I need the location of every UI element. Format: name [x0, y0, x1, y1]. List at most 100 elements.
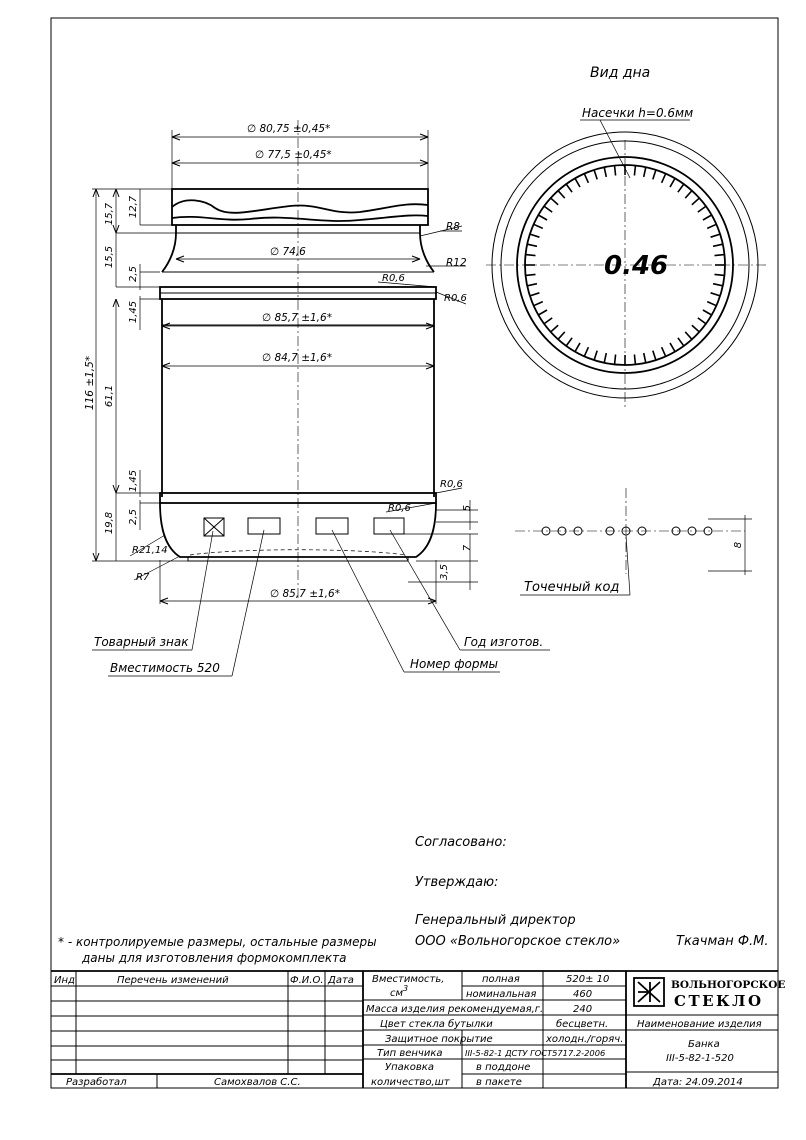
callout-leaders [92, 529, 550, 677]
notch-ring [525, 165, 725, 365]
notch [669, 177, 676, 188]
notch [525, 253, 536, 257]
finish-label: Тип венчика [377, 1048, 442, 1059]
notch [684, 331, 693, 340]
dim-h-12-7: 12,7 [128, 195, 139, 218]
notch [642, 352, 647, 363]
notch [642, 167, 647, 178]
agreed-label: Согласовано: [415, 835, 507, 850]
thickness-value: 0.46 [604, 251, 668, 281]
notch [543, 317, 553, 325]
dim-r21: R21,14 [132, 545, 168, 556]
dim-h-1-45b: 1,45 [128, 470, 139, 492]
notch [706, 223, 717, 230]
pack-label-2: количество,шт [371, 1077, 451, 1088]
logo-line2: СТЕКЛО [674, 992, 764, 1010]
notch [603, 352, 608, 363]
notch [593, 169, 598, 180]
full-label: полная [482, 974, 520, 985]
color-label: Цвет стекла бутылки [380, 1018, 493, 1030]
bottom-view-title: Вид дна [590, 65, 650, 81]
dim-h-2-5a: 2,5 [128, 266, 139, 282]
dim-r06-b: R0,6 [444, 293, 467, 304]
notch [529, 292, 540, 297]
dim-r12: R12 [446, 257, 467, 269]
year-callout: Год изготов. [464, 635, 543, 649]
notch [691, 197, 700, 206]
notch [550, 197, 559, 206]
dim-d-thread: ∅ 77,5 ±0,45* [255, 149, 332, 161]
capacity-callout: Вместимость 520 [110, 661, 220, 675]
finish-value: III-5-82-1 ДСТУ ГОСТ5717.2-2006 [465, 1048, 605, 1058]
dot-code-view [515, 488, 752, 596]
coating-value: холодн./горяч. [545, 1034, 623, 1045]
notch [613, 354, 617, 365]
notch [712, 243, 723, 248]
position-label: Генеральный директор [415, 913, 576, 928]
signatory-label: Ткачман Ф.М. [676, 934, 769, 949]
nominal-label: номинальная [466, 989, 536, 1000]
dim-r8: R8 [446, 221, 460, 233]
mass-label: Масса изделия рекомендуемая,г. [366, 1004, 543, 1015]
notch [660, 346, 667, 357]
dim-r06-c: R0,6 [440, 479, 463, 490]
notch [660, 173, 667, 184]
col-name: Ф.И.О. [290, 975, 324, 986]
vertical-dimensions [92, 188, 478, 590]
product-name: Банка [688, 1039, 720, 1050]
dim-h-3-5: 3,5 [439, 564, 450, 580]
dim-h-15-5: 15,5 [104, 246, 115, 268]
footnote-line1: * - контролируемые размеры, остальные ра… [58, 935, 377, 949]
dim-h-5: 5 [462, 505, 473, 511]
pack-pallet: в поддоне [476, 1062, 530, 1073]
notch [710, 233, 721, 238]
dim-d-shoulder: ∅ 85,7 ±1,6* [262, 312, 332, 324]
radius-leaders [129, 225, 467, 581]
dim-d-outer-top: ∅ 80,75 ±0,45* [247, 123, 330, 135]
notch [537, 309, 548, 316]
dim-h-19-8: 19,8 [104, 512, 115, 534]
col-date: Дата [327, 975, 354, 986]
notch [613, 165, 617, 176]
trademark-mark [203, 517, 225, 537]
company-logo [633, 977, 665, 1007]
notch [706, 300, 717, 307]
notch [697, 205, 707, 213]
dim-h-2-5b: 2,5 [128, 509, 139, 525]
notch [533, 300, 544, 307]
title-block [51, 970, 778, 1088]
notch [527, 243, 538, 248]
mold-number-mark [315, 517, 349, 535]
dim-d-body: ∅ 84,7 ±1,6* [262, 352, 332, 364]
sheet-border [50, 17, 779, 1089]
nominal-value: 460 [573, 989, 592, 1000]
notch [712, 282, 723, 287]
notch [529, 233, 540, 238]
notch [574, 177, 581, 188]
dim-h-8: 8 [733, 542, 744, 548]
full-value: 520± 10 [566, 974, 609, 985]
notch [702, 214, 713, 221]
notch [652, 350, 657, 361]
pack-label-1: Упаковка [385, 1062, 434, 1073]
capacity-mark [247, 517, 281, 535]
notch [557, 331, 566, 340]
notch [603, 167, 608, 178]
developer-name: Самохвалов С.С. [214, 1077, 301, 1088]
col-index: Инд [54, 975, 75, 986]
notch-label: Насечки h=0.6мм [582, 106, 693, 120]
drawing-date: Дата: 24.09.2014 [652, 1077, 743, 1088]
dim-d-base: ∅ 85,7 ±1,6* [270, 588, 340, 600]
year-mark [373, 517, 405, 535]
notch [691, 324, 700, 333]
pack-box: в пакете [476, 1077, 522, 1088]
capacity-unit: см3 [390, 984, 408, 999]
notch [677, 337, 685, 347]
footnote-line2: даны для изготовления формокомплекта [81, 951, 347, 965]
notch [533, 223, 544, 230]
notch [583, 346, 590, 357]
coating-label: Защитное покрытие [385, 1034, 493, 1045]
color-value: бесцветн. [556, 1018, 608, 1030]
jar-elevation [159, 120, 437, 600]
capacity-label: Вместимость, [372, 974, 444, 985]
